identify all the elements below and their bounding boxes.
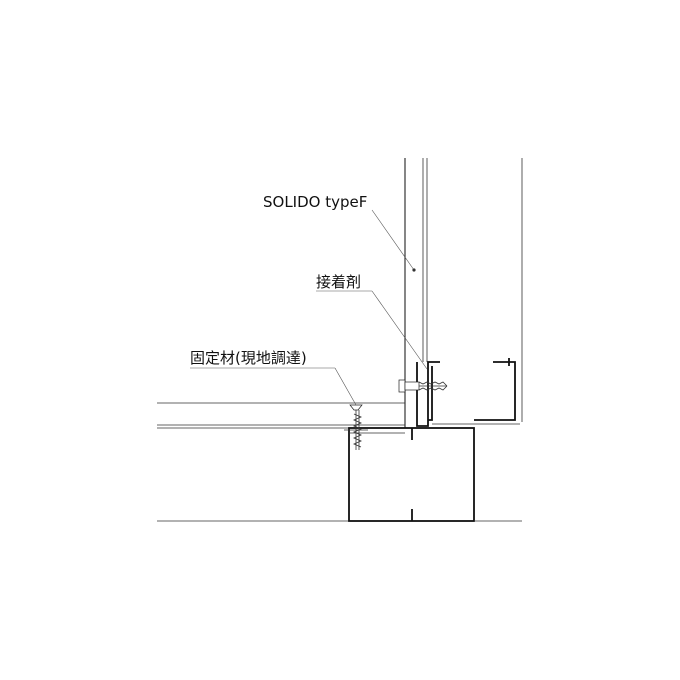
leader-dot-panel: [412, 268, 416, 272]
vertical-panel: [404, 158, 523, 428]
label-adhesive: 接着剤: [316, 273, 361, 291]
label-fixing-material: 固定材(現地調達): [190, 349, 307, 367]
horizontal-panel: [157, 402, 405, 522]
vertical-channel-profile: [416, 358, 520, 427]
leader-lines: [190, 209, 428, 406]
label-solido-typef: SOLIDO typeF: [263, 193, 367, 211]
fixing-screw: [344, 404, 368, 450]
box-section: [348, 427, 522, 522]
adhesive-screw: [398, 379, 448, 393]
